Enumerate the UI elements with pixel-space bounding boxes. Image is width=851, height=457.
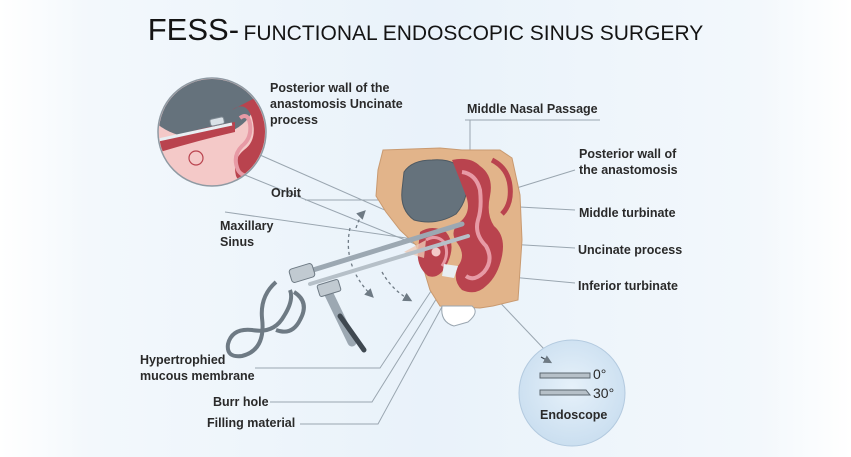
hypertrophied-mucosa-label: Hypertrophied mucous membrane — [140, 352, 255, 384]
detail-inset — [157, 77, 267, 187]
inset-ostium — [188, 150, 204, 166]
inset-label: Posterior wall of the anastomosis Uncina… — [270, 80, 403, 128]
rotation-arrow-right — [381, 271, 413, 302]
instrument-handle-head — [288, 263, 316, 283]
instrument-shaft-lower — [308, 234, 470, 286]
scope-0-degree — [539, 372, 591, 379]
maxillary-sinus-label: Maxillary Sinus — [220, 218, 274, 250]
maxillary-sinus-label-line-2: Sinus — [220, 235, 255, 249]
endoscope-cable — [337, 313, 367, 353]
inset-mucosa-band — [160, 122, 235, 152]
middle-nasal-passage-label: Middle Nasal Passage — [467, 102, 598, 116]
filling-material-line — [300, 291, 451, 425]
posterior-wall-label-line-2: the anastomosis — [579, 163, 678, 177]
inset-leader-line-2 — [244, 174, 421, 247]
turbinate-inner-mucosa — [461, 170, 492, 281]
endoscope-angle-panel — [518, 339, 626, 447]
rotation-arrow-up — [355, 210, 366, 229]
posterior-wall-label-line-1: Posterior wall of — [579, 147, 677, 161]
inferior-turbinate-label: Inferior turbinate — [578, 279, 679, 293]
scope-angle-0-label: 0° — [593, 366, 607, 382]
endoscope-panel-arrow — [540, 355, 553, 364]
hypertrophied-mucosa-label-line-2: mucous membrane — [140, 369, 255, 383]
title-subtitle: FUNCTIONAL ENDOSCOPIC SINUS SURGERY — [243, 22, 704, 45]
posterior-wall-line — [509, 169, 576, 191]
inset-label-line-2: anastomosis Uncinate — [270, 97, 403, 111]
endoscope-caption: Endoscope — [540, 408, 608, 422]
rotation-arrows — [347, 210, 413, 302]
hypertrophied-mucosa-label-line-1: Hypertrophied — [140, 353, 226, 367]
instrument-ring-handle — [275, 290, 306, 334]
uncinate-process-label: Uncinate process — [578, 243, 683, 257]
maxillary-sinus-line — [224, 211, 421, 241]
inset-orbit-region — [159, 79, 255, 138]
instrument-shaft-upper — [297, 221, 465, 277]
inset-instrument-tip — [209, 116, 225, 127]
page-title: FESS- FUNCTIONAL ENDOSCOPIC SINUS SURGER… — [0, 12, 851, 48]
posterior-wall-label: Posterior wall of the anastomosis — [579, 146, 678, 178]
instrument-loop-handle — [225, 280, 294, 359]
scope-angle-30-label: 30° — [593, 385, 615, 401]
orbit-cavity — [401, 159, 468, 223]
lateral-wall-mucosa — [490, 157, 513, 216]
inset-label-line-3: process — [270, 113, 318, 127]
hypertrophied-mucosa-line — [255, 269, 446, 369]
burr-hole-label: Burr hole — [213, 395, 269, 409]
middle-turbinate-label: Middle turbinate — [579, 206, 676, 220]
rotation-arrow-left — [347, 227, 374, 298]
title-main: FESS- — [147, 12, 240, 47]
burr-hole-line — [270, 284, 446, 403]
inset-instrument-shaft — [159, 122, 233, 142]
orbit-label: Orbit — [271, 186, 301, 200]
inset-label-line-1: Posterior wall of the — [270, 81, 390, 95]
burr-hole-opening — [442, 264, 458, 278]
maxillary-sinus-label-line-1: Maxillary — [220, 219, 274, 233]
endoscope-eyepiece — [316, 279, 342, 297]
inset-inner-mucosa — [233, 114, 259, 179]
filling-material-block — [441, 305, 476, 327]
surgical-instruments — [225, 221, 470, 359]
scope-30-degree — [539, 389, 592, 396]
filling-material-label: Filling material — [207, 416, 296, 430]
